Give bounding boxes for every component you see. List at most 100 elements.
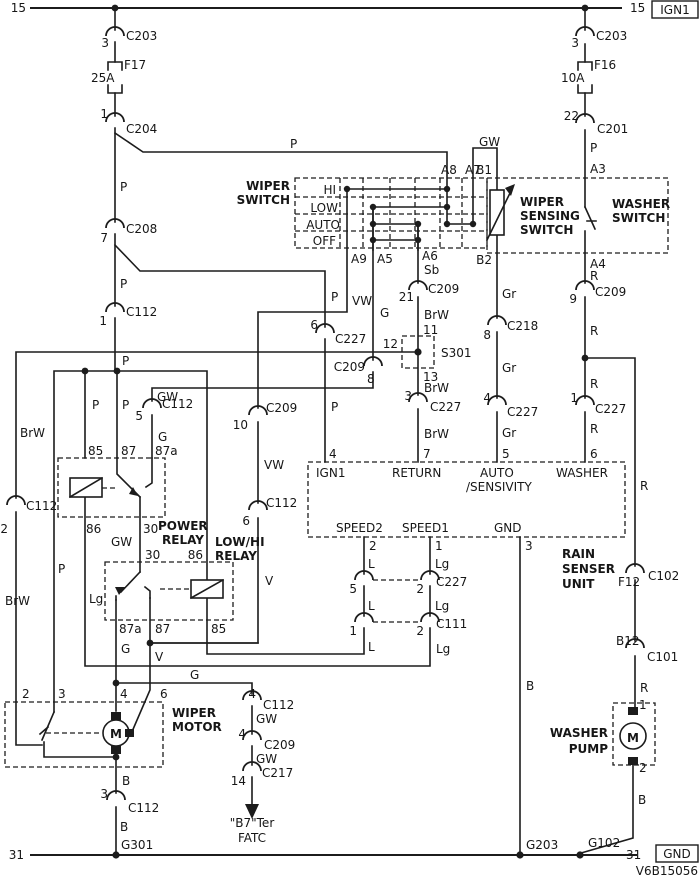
label-r-96: R xyxy=(590,324,598,338)
gnd-box xyxy=(655,844,699,863)
arrows xyxy=(115,487,259,819)
label-c227-91: C227 xyxy=(507,405,538,419)
power-relay-box xyxy=(57,457,166,518)
label-25a-10: 25A xyxy=(91,71,115,85)
label-87a-104: 87a xyxy=(155,444,178,458)
washer-switch-contact xyxy=(583,205,597,231)
label-wiper-52: WIPER xyxy=(520,195,564,209)
label-c101-179: C101 xyxy=(647,650,678,664)
label-5-128: 5 xyxy=(502,447,510,461)
label-2-185: 2 xyxy=(639,761,647,775)
label-87-116: 87 xyxy=(155,622,170,636)
label-g301-163: G301 xyxy=(121,838,153,852)
label-brw-34: BrW xyxy=(20,426,45,440)
label-vw-82: VW xyxy=(264,458,284,472)
label-v-119: V xyxy=(155,650,164,664)
relay-coils xyxy=(68,476,225,600)
label-g-118: G xyxy=(121,642,130,656)
label-6-83: 6 xyxy=(242,514,250,528)
label-sensing-53: SENSING xyxy=(520,209,580,223)
sensing-washer-switch-box xyxy=(486,177,669,254)
label-c209-95: C209 xyxy=(595,285,626,299)
connector-c209-9 xyxy=(575,280,595,291)
label-washer-125: WASHER xyxy=(556,466,608,480)
label-3-71: 3 xyxy=(404,389,412,403)
label-gr-92: Gr xyxy=(502,426,516,440)
label-c227-72: C227 xyxy=(430,400,461,414)
label-speed2-130: SPEED2 xyxy=(336,521,383,535)
washer-pump-symbol xyxy=(619,707,647,765)
label-2-133: 2 xyxy=(369,539,377,553)
ign1-box xyxy=(651,0,699,19)
label-b-159: B xyxy=(122,774,130,788)
connector-c218-8 xyxy=(487,315,507,326)
ground-g301-dot xyxy=(112,851,120,859)
label-f12-176: F12 xyxy=(618,575,640,589)
label-p-30: P xyxy=(122,354,129,368)
label-c208-26: C208 xyxy=(126,222,157,236)
label-r-100: R xyxy=(590,422,598,436)
wiper-sensing-switch-symbol xyxy=(485,184,515,242)
label-m-158: M xyxy=(110,727,122,741)
label-c218-88: C218 xyxy=(507,319,538,333)
label-p-19: P xyxy=(290,137,297,151)
label-lowhi-112: LOW/HI xyxy=(215,535,265,549)
label-v6b15056-6: V6B15056 xyxy=(636,864,698,878)
lowhi-relay-box xyxy=(104,561,234,621)
label-2-147: 2 xyxy=(416,624,424,638)
park-switch-tick xyxy=(38,725,50,736)
label-l-149: L xyxy=(368,640,375,654)
label-b-162: B xyxy=(120,820,128,834)
connector-c209-21 xyxy=(408,280,428,291)
label-c209-170: C209 xyxy=(264,738,295,752)
label-1-98: 1 xyxy=(570,391,578,405)
label-b-186: B xyxy=(638,793,646,807)
label-85-102: 85 xyxy=(88,444,103,458)
label-sb-49: Sb xyxy=(424,263,439,277)
label-c112-167: C112 xyxy=(263,698,294,712)
connector-c112-1 xyxy=(105,302,125,313)
label-r-180: R xyxy=(640,681,648,695)
connector-c227-5 xyxy=(354,570,374,581)
connector-c201 xyxy=(575,113,595,124)
label-2-152: 2 xyxy=(22,687,30,701)
label-p-24: P xyxy=(120,180,127,194)
label-1-146: 1 xyxy=(349,624,357,638)
label-6-129: 6 xyxy=(590,447,598,461)
label-gnd-132: GND xyxy=(494,521,522,535)
connector-c209-10 xyxy=(248,405,268,416)
connector-c209-4 xyxy=(242,730,262,741)
connector-c227-6 xyxy=(315,323,335,334)
label-brw-37: BrW xyxy=(5,594,30,608)
label-relay-113: RELAY xyxy=(215,549,257,563)
wiper-switch-grid xyxy=(295,178,487,248)
label-1-11: 1 xyxy=(100,107,108,121)
label-13-68: 13 xyxy=(423,370,438,384)
label-gw-171: GW xyxy=(256,752,277,766)
label-c204-12: C204 xyxy=(126,122,157,136)
label-c111-148: C111 xyxy=(436,617,467,631)
connector-c111-2 xyxy=(420,612,440,623)
label-gr-89: Gr xyxy=(502,361,516,375)
label-gr-86: Gr xyxy=(502,287,516,301)
label-pump-182: PUMP xyxy=(569,742,608,756)
label-c227-99: C227 xyxy=(595,402,626,416)
label-6-60: 6 xyxy=(310,318,318,332)
ground-g203-dot xyxy=(516,851,524,859)
label-87a-115: 87a xyxy=(119,622,142,636)
label-c112-29: C112 xyxy=(126,305,157,319)
label-c209-81: C209 xyxy=(266,401,297,415)
label-1-183: 1 xyxy=(639,698,647,712)
label-off-43: OFF xyxy=(313,234,336,248)
label-c217-172: C217 xyxy=(262,766,293,780)
label-hi-40: HI xyxy=(323,183,336,197)
label-auto-123: AUTO xyxy=(480,466,514,480)
connector-c112-6 xyxy=(248,500,268,511)
label-a5-47: A5 xyxy=(377,252,393,266)
label-switch-39: SWITCH xyxy=(237,193,290,207)
label-c209-64: C209 xyxy=(428,282,459,296)
label-30-110: 30 xyxy=(145,548,160,562)
label-sensivity-124: /SENSIVITY xyxy=(466,480,532,494)
